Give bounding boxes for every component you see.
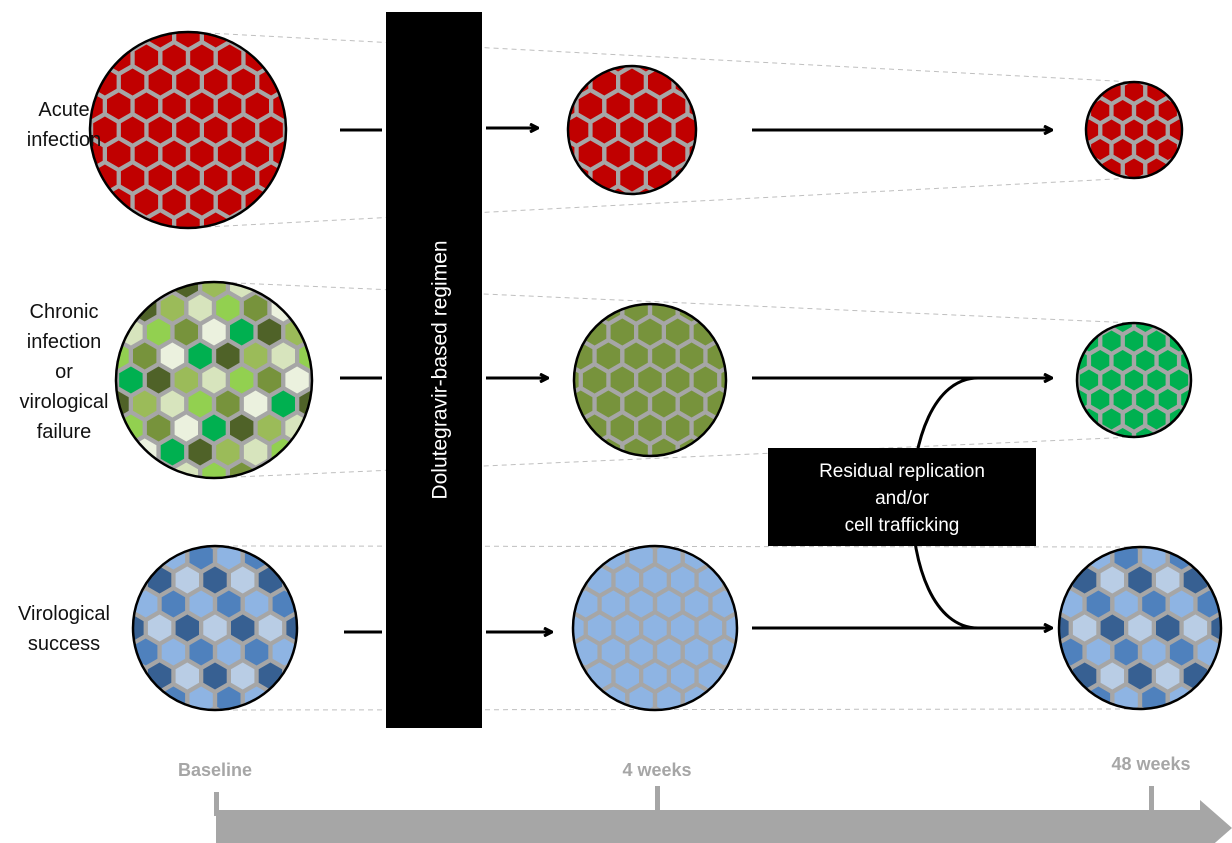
honeycomb-circle-row-3-col-2 <box>571 544 739 712</box>
guide-line-top-row-1 <box>187 31 1135 83</box>
regimen-label: Dolutegravir-based regimen <box>429 240 452 499</box>
honeycomb-circle-row-2-col-2 <box>572 302 728 458</box>
residual-box-line-3: cell trafficking <box>845 515 960 536</box>
residual-box <box>768 448 1036 546</box>
timeline-label-baseline: Baseline <box>178 760 252 780</box>
tick-baseline <box>214 792 219 816</box>
honeycomb-circle-row-2-col-1 <box>114 280 314 480</box>
residual-box-line-1: Residual replication <box>819 461 985 482</box>
timeline-label-4-weeks: 4 weeks <box>622 760 691 780</box>
honeycomb-circle-row-2-col-3 <box>1075 321 1193 439</box>
honeycomb-circle-row-3-col-1 <box>131 544 299 712</box>
residual-box-line-2: and/or <box>875 488 930 509</box>
guide-line-bottom-row-2 <box>213 436 1135 479</box>
honeycomb-circle-row-1-col-3 <box>1084 80 1184 180</box>
guide-line-bottom-row-1 <box>187 177 1135 229</box>
regimen-bar <box>386 12 482 728</box>
timeline-arrow <box>216 800 1232 843</box>
transition-arrows <box>340 128 1052 632</box>
tick-48-weeks <box>1149 786 1154 816</box>
timeline: Baseline 4 weeks 48 weeks <box>178 754 1232 843</box>
guide-line-top-row-2 <box>213 281 1135 324</box>
timeline-label-48-weeks: 48 weeks <box>1111 754 1190 774</box>
guide-line-top-row-3 <box>214 545 1141 548</box>
zoom-guide-lines <box>187 31 1141 711</box>
honeycomb-panels <box>88 30 1223 712</box>
honeycomb-circle-row-1-col-2 <box>566 64 698 196</box>
tick-4-weeks <box>655 786 660 816</box>
guide-line-bottom-row-3 <box>214 708 1141 711</box>
